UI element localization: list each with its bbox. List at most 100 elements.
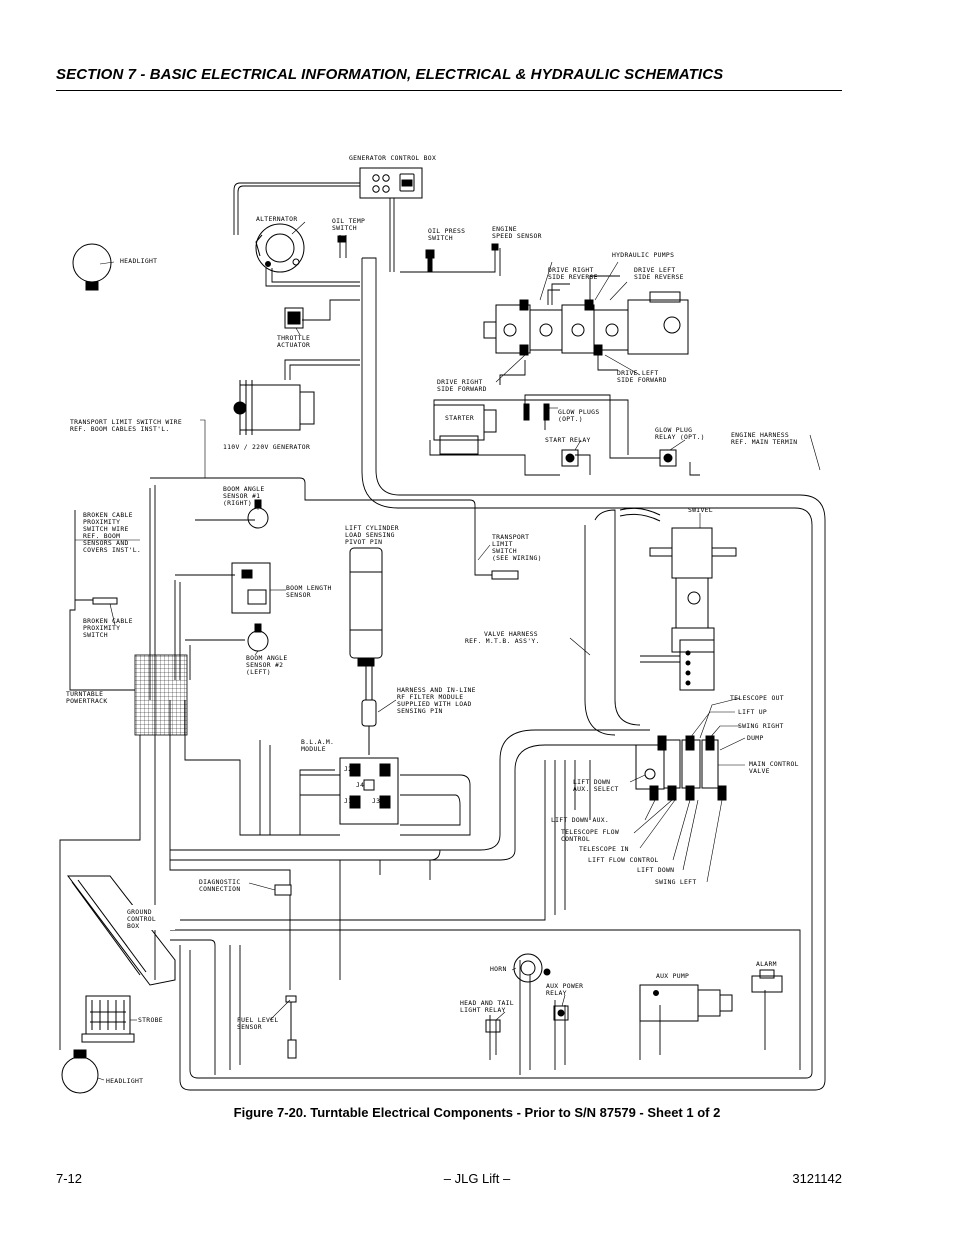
label-oil-temp-1: OIL TEMP <box>332 217 365 225</box>
label-glow-plug-relay-2: RELAY (OPT.) <box>655 433 705 441</box>
label-head-tail-2: LIGHT RELAY <box>460 1006 506 1014</box>
label-lift-cyl-1: LIFT CYLINDER <box>345 524 399 532</box>
label-headlight-top: HEADLIGHT <box>120 257 157 265</box>
label-telescope-in: TELESCOPE IN <box>579 845 629 853</box>
starter <box>433 404 497 455</box>
label-aux-power-1: AUX POWER <box>546 982 583 990</box>
label-transport-sw-2: LIMIT <box>492 540 513 548</box>
document-number: 3121142 <box>792 1171 842 1186</box>
label-drive-right-rev-2: SIDE REVERSE <box>548 273 598 281</box>
label-blam-2: MODULE <box>301 745 326 753</box>
label-broken-cable-sw-2: PROXIMITY <box>83 518 120 526</box>
aux-power-relay <box>553 1005 569 1021</box>
hydraulic-pumps <box>483 291 689 356</box>
label-broken-cable-sw-1: BROKEN CABLE <box>83 511 133 519</box>
label-boom-angle-2-a: BOOM ANGLE <box>246 654 287 662</box>
label-boom-length-2: SENSOR <box>286 591 311 599</box>
label-engine-harness-2: REF. MAIN TERMIN <box>731 438 797 446</box>
horn <box>513 953 551 983</box>
label-broken-cable-sw-4: REF. BOOM <box>83 532 120 540</box>
label-oil-press-2: SWITCH <box>428 234 453 242</box>
oil-temp-switch <box>337 235 347 243</box>
label-starter: STARTER <box>445 414 474 422</box>
label-glow-plugs-2: (OPT.) <box>558 415 583 423</box>
alarm <box>751 969 783 993</box>
label-broken-cable-prox-2: PROXIMITY <box>83 624 120 632</box>
label-generator: 110V / 220V GENERATOR <box>223 443 310 451</box>
label-main-control-1: MAIN CONTROL <box>749 760 799 768</box>
label-glow-plugs-1: GLOW PLUGS <box>558 408 599 416</box>
alternator <box>255 223 305 273</box>
label-drive-right-fwd-2: SIDE FORWARD <box>437 385 487 393</box>
start-relay <box>561 449 579 467</box>
label-broken-cable-sw-5: SENSORS AND <box>83 539 129 547</box>
label-hydraulic-pumps: HYDRAULIC PUMPS <box>612 251 674 259</box>
generator <box>233 380 315 435</box>
headlight-top <box>72 243 112 291</box>
label-boom-angle-2-c: (LEFT) <box>246 668 271 676</box>
label-alarm: ALARM <box>756 960 777 968</box>
label-drive-right-rev-1: DRIVE RIGHT <box>548 266 594 274</box>
strobe <box>81 995 135 1043</box>
label-ground-box-2: CONTROL <box>127 915 156 923</box>
label-drive-left-fwd-2: SIDE FORWARD <box>617 376 667 384</box>
label-engine-speed-2: SPEED SENSOR <box>492 232 542 240</box>
label-valve-harness-2: REF. M.T.B. ASS'Y. <box>465 637 540 645</box>
label-lift-down-aux-sel-2: AUX. SELECT <box>573 785 619 793</box>
label-oil-temp-2: SWITCH <box>332 224 357 232</box>
label-horn: HORN <box>490 965 507 973</box>
broken-cable-proximity-switch <box>92 597 118 605</box>
label-swivel: SWIVEL <box>688 506 713 514</box>
label-alternator: ALTERNATOR <box>256 215 297 223</box>
label-glow-plug-relay-1: GLOW PLUG <box>655 426 692 434</box>
label-j2: J2 <box>344 765 352 773</box>
leader-lines <box>75 221 821 1081</box>
label-main-control-2: VALVE <box>749 767 770 775</box>
label-j1: J1 <box>344 797 352 805</box>
label-ground-box-1: GROUND <box>127 908 152 916</box>
ground-control-box <box>66 875 176 986</box>
diagnostic-connection <box>274 884 292 896</box>
label-broken-cable-sw-3: SWITCH WIRE <box>83 525 129 533</box>
glow-plug-relay <box>659 449 677 467</box>
label-ground-box-3: BOX <box>127 922 139 930</box>
label-harness-3: SUPPLIED WITH LOAD <box>397 700 472 708</box>
generator-control-box <box>359 167 423 199</box>
footer-center: – JLG Lift – <box>443 1171 511 1186</box>
label-transport-sw-4: (SEE WIRING) <box>492 554 542 562</box>
label-broken-cable-sw-6: COVERS INST'L. <box>83 546 141 554</box>
label-lift-up: LIFT UP <box>738 708 767 716</box>
turntable-powertrack <box>134 654 188 736</box>
label-turntable-pt-2: POWERTRACK <box>66 697 107 705</box>
label-diagnostic-1: DIAGNOSTIC <box>199 878 240 886</box>
lift-cylinder-pin <box>349 547 383 667</box>
label-harness-4: SENSING PIN <box>397 707 443 715</box>
label-transport-wire-1: TRANSPORT LIMIT SWITCH WIRE <box>70 418 182 426</box>
label-j3: J3 <box>372 797 380 805</box>
label-throttle-1: THROTTLE <box>277 334 310 342</box>
swivel <box>619 507 737 691</box>
main-control-valve <box>635 735 727 801</box>
glow-plugs <box>523 403 550 421</box>
label-fuel-2: SENSOR <box>237 1023 262 1031</box>
label-boom-angle-1-b: SENSOR #1 <box>223 492 260 500</box>
page-number: 7-12 <box>56 1171 83 1186</box>
label-aux-power-2: RELAY <box>546 989 567 997</box>
label-telescope-flow-2: CONTROL <box>561 835 590 843</box>
header-rule <box>56 90 842 91</box>
label-aux-pump: AUX PUMP <box>656 972 689 980</box>
aux-pump <box>639 984 733 1022</box>
label-transport-sw-3: SWITCH <box>492 547 517 555</box>
label-generator-control-box: GENERATOR CONTROL BOX <box>349 154 436 162</box>
label-boom-angle-2-b: SENSOR #2 <box>246 661 283 669</box>
label-boom-length-1: BOOM LENGTH <box>286 584 332 592</box>
label-drive-right-fwd-1: DRIVE RIGHT <box>437 378 483 386</box>
rf-filter-module <box>361 666 377 755</box>
fuel-level-sensor <box>285 995 297 1059</box>
label-valve-harness-1: VALVE HARNESS <box>484 630 538 638</box>
boom-angle-sensor-2 <box>247 623 269 652</box>
label-drive-left-rev-1: DRIVE LEFT <box>634 266 675 274</box>
label-lift-down: LIFT DOWN <box>637 866 674 874</box>
label-boom-angle-1-a: BOOM ANGLE <box>223 485 264 493</box>
label-swing-left: SWING LEFT <box>655 878 696 886</box>
